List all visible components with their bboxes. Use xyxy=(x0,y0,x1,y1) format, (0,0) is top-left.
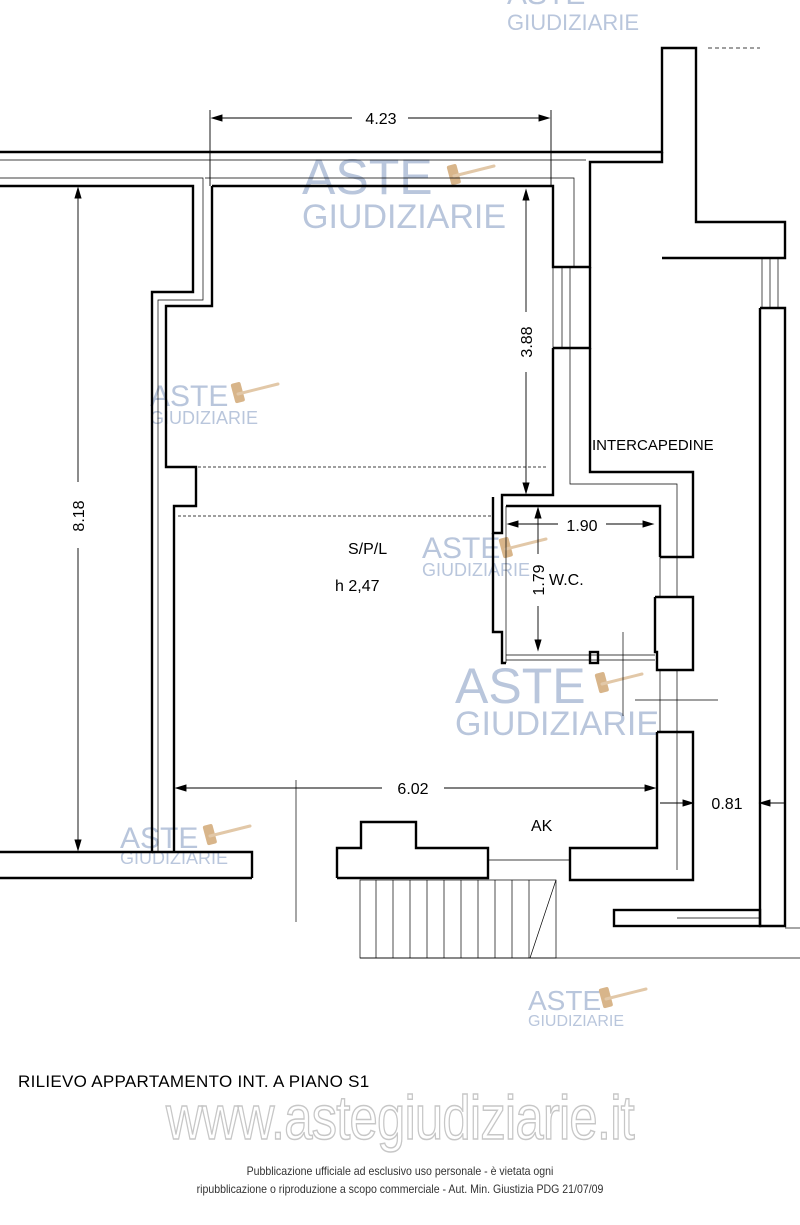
room-main-label: S/P/L xyxy=(348,541,387,558)
gavel-icon xyxy=(200,822,252,848)
watermark-line1: ASTE xyxy=(507,0,585,11)
stairs xyxy=(359,879,557,959)
watermark-center: ASTE GIUDIZIARIE xyxy=(422,532,548,580)
dim-inner-height: 3.88 xyxy=(519,326,536,357)
watermark-top: ASTE GIUDIZIARIE xyxy=(507,0,639,35)
wall-intercapedine xyxy=(588,348,695,559)
notice-line2: ripubblicazione o riproduzione a scopo c… xyxy=(196,1182,604,1196)
wall-entrance xyxy=(335,820,490,880)
watermark-line1: ASTE xyxy=(422,532,500,565)
watermark-line2: GIUDIZIARIE xyxy=(528,1013,624,1030)
watermark-line1: ASTE xyxy=(455,658,586,714)
room-ak-label: AK xyxy=(531,818,553,835)
wall-wc-right xyxy=(653,595,695,672)
site-watermark: www.astegiudiziarie.it xyxy=(165,1083,635,1154)
watermark-line1: ASTE xyxy=(302,149,433,205)
gavel-icon xyxy=(444,162,496,188)
publication-notice: Pubblicazione ufficiale ad esclusivo uso… xyxy=(0,1162,800,1198)
room-intercapedine-label: INTERCAPEDINE xyxy=(592,437,714,454)
dim-right-width: 0.81 xyxy=(711,796,742,813)
gavel-icon xyxy=(596,985,648,1011)
wall-room-left xyxy=(164,186,214,852)
watermark-line1: ASTE xyxy=(120,822,198,855)
watermark-line2: GIUDIZIARIE xyxy=(150,408,258,428)
dim-wc-width: 1.90 xyxy=(566,518,597,535)
wall-wc-top xyxy=(506,504,662,557)
gavel-icon xyxy=(592,670,644,696)
watermark-line2: GIUDIZIARIE xyxy=(507,10,639,35)
watermark-line2: GIUDIZIARIE xyxy=(455,705,659,743)
dim-left-height: 8.18 xyxy=(71,500,88,531)
room-main-height: h 2,47 xyxy=(335,578,380,595)
dimension-lines xyxy=(74,110,785,852)
watermark-line2: GIUDIZIARIE xyxy=(302,198,506,236)
room-wc-label: W.C. xyxy=(549,572,584,589)
watermark-bottom: ASTE GIUDIZIARIE xyxy=(528,985,648,1030)
dim-top-width: 4.23 xyxy=(365,111,396,128)
plan-caption: RILIEVO APPARTAMENTO INT. A PIANO S1 xyxy=(18,1072,370,1091)
watermark-line2: GIUDIZIARIE xyxy=(422,560,530,580)
watermark-right: ASTE GIUDIZIARIE xyxy=(455,658,659,743)
gavel-icon xyxy=(496,535,548,561)
thin-lines xyxy=(0,47,800,959)
wall-wc-left xyxy=(491,533,506,665)
dim-bottom-width: 6.02 xyxy=(397,781,428,798)
watermark-main: ASTE GIUDIZIARIE xyxy=(302,149,506,236)
notice-line1: Pubblicazione ufficiale ad esclusivo uso… xyxy=(246,1164,554,1178)
wall-right-column xyxy=(758,306,787,928)
watermark-line1: ASTE xyxy=(150,380,228,413)
watermark-left: ASTE GIUDIZIARIE xyxy=(150,380,280,428)
watermark-bottom-left: ASTE GIUDIZIARIE xyxy=(120,822,252,868)
wall-top xyxy=(0,46,787,260)
gavel-icon xyxy=(228,380,280,406)
dim-wc-height: 1.79 xyxy=(531,564,548,595)
wall-bottom-right xyxy=(568,730,695,882)
watermark-line1: ASTE xyxy=(528,985,601,1016)
wall-left-outer xyxy=(0,184,195,854)
